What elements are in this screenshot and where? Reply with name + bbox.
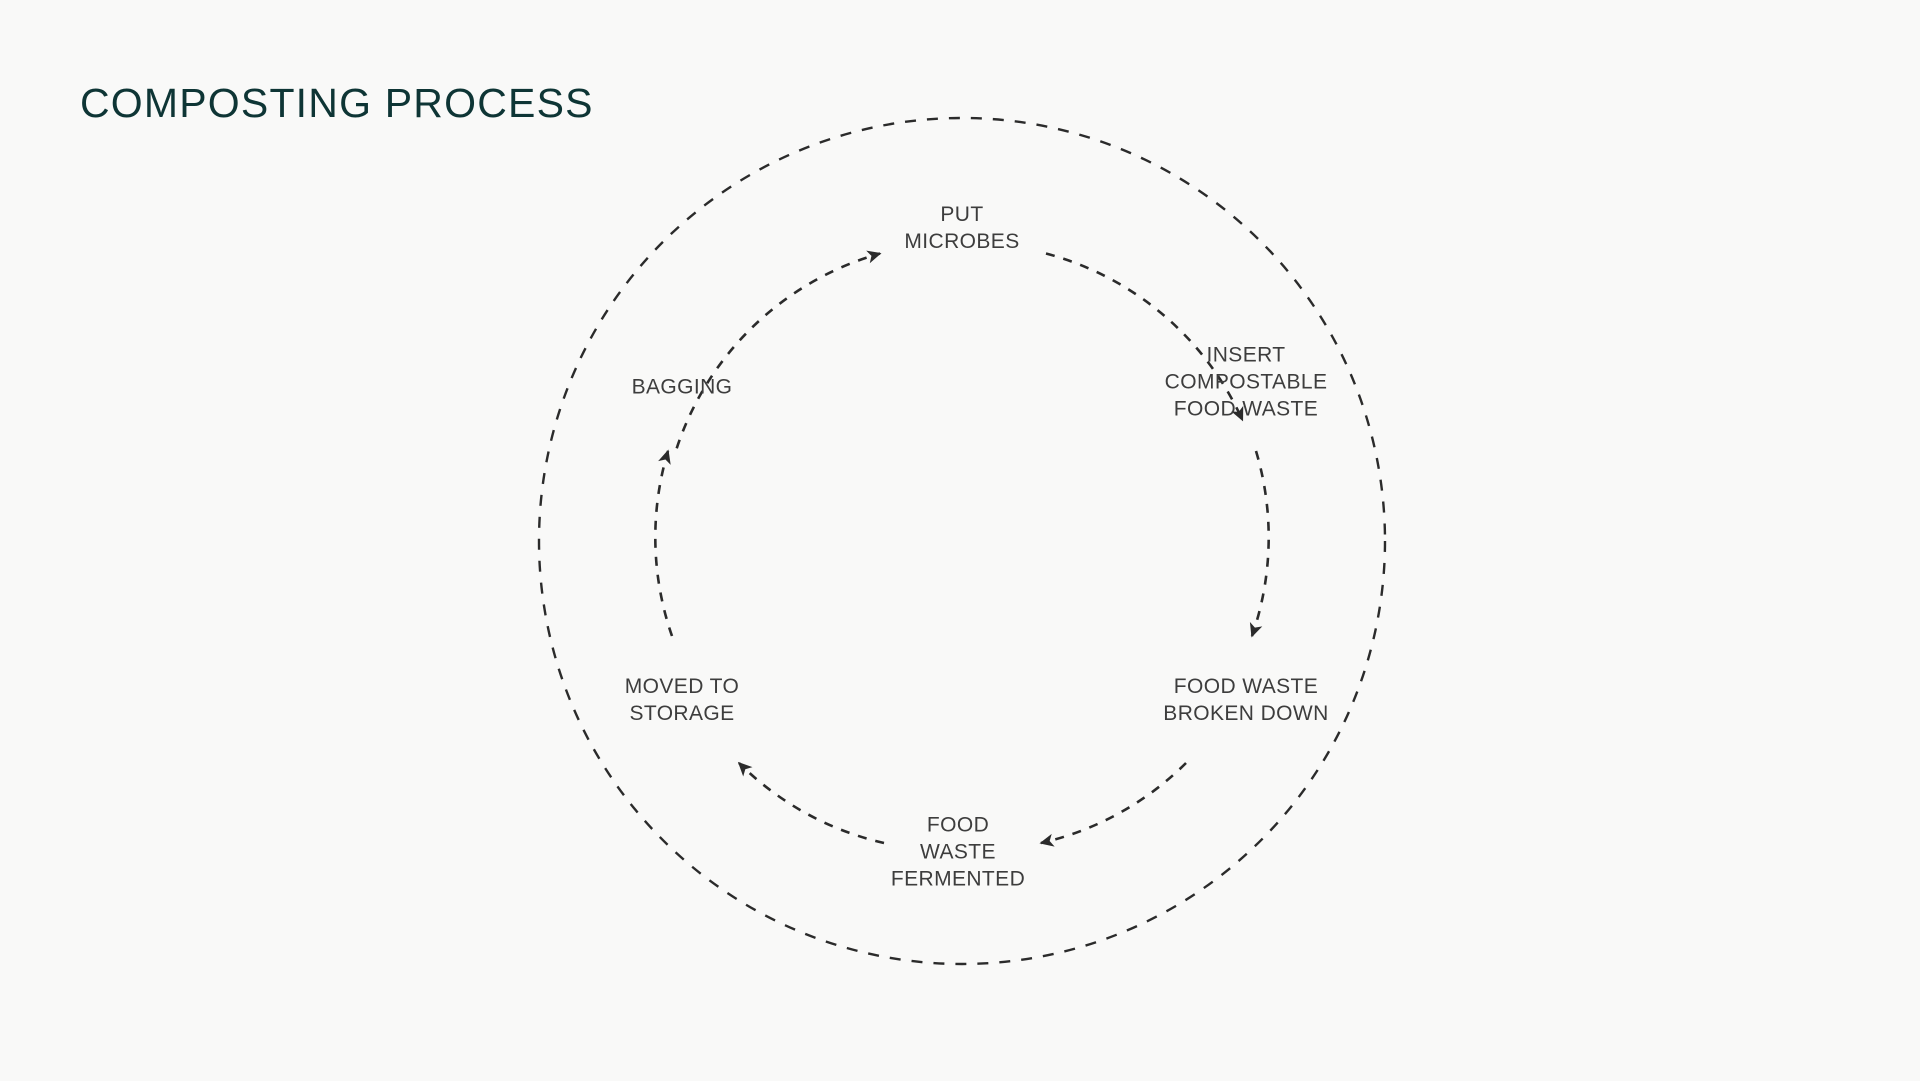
node-label-insert-compostable-food-waste: INSERT COMPOSTABLE FOOD WASTE xyxy=(1164,343,1328,421)
outer-dashed-circle xyxy=(537,116,1387,966)
node-label-food-waste-fermented: FOOD WASTE FERMENTED xyxy=(890,813,1026,891)
arrow-insert-to-brokendown xyxy=(1249,450,1270,638)
arrow-bagging-to-microbes xyxy=(675,250,882,449)
node-label-moved-to-storage: MOVED TO STORAGE xyxy=(624,675,740,725)
node-label-food-waste-broken-down: FOOD WASTE BROKEN DOWN xyxy=(1163,675,1329,725)
arrow-fermented-to-storage xyxy=(737,761,885,845)
node-label-bagging: BAGGING xyxy=(631,375,733,399)
arrow-storage-to-bagging xyxy=(654,449,674,637)
arrow-microbes-to-insert xyxy=(1045,252,1244,422)
page-title: COMPOSTING PROCESS xyxy=(80,80,594,127)
arrow-brokendown-to-fermented xyxy=(1039,762,1187,847)
node-label-put-microbes: PUT MICROBES xyxy=(904,203,1020,253)
